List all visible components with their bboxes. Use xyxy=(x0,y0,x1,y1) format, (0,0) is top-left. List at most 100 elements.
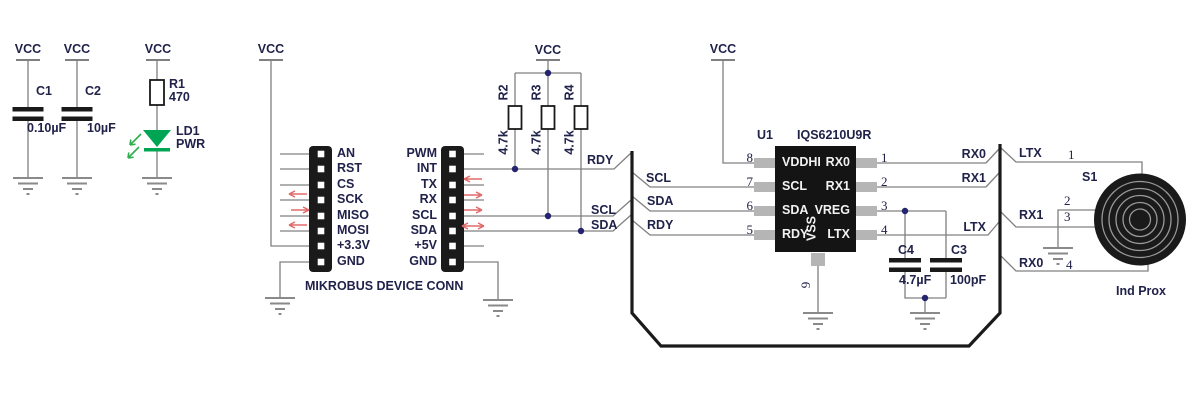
mikrobus-pin-3v3: +3.3V xyxy=(337,238,371,252)
net-label-scl: SCL xyxy=(646,171,671,185)
net-label-scl: SCL xyxy=(591,203,616,217)
ic-pin-vss: VSS xyxy=(804,216,819,242)
mikrobus-connector-left xyxy=(309,146,332,272)
sensor-pin4-num: 4 xyxy=(1066,257,1073,272)
net-label-rx1: RX1 xyxy=(961,171,986,185)
sensor-pin2-num: 2 xyxy=(1064,193,1071,208)
vcc-label: VCC xyxy=(534,43,562,57)
res-r4-icon xyxy=(573,105,589,130)
ic-ref: U1 xyxy=(757,128,773,142)
sensor-label: Ind Prox xyxy=(1116,284,1167,298)
vcc-label: VCC xyxy=(14,42,42,56)
cap-c2-icon xyxy=(61,107,93,121)
vcc-label: VCC xyxy=(257,42,285,56)
res-r1-icon xyxy=(149,79,165,106)
res-r1-ref: R1 xyxy=(169,77,185,91)
junction-dots xyxy=(511,69,929,302)
net-label-ltx: LTX xyxy=(1019,146,1042,160)
sensor-coil-icon xyxy=(1094,173,1186,266)
res-r3-value: 4.7k xyxy=(529,129,544,155)
ground-icon xyxy=(910,312,940,330)
mikrobus-pin-mosi: MOSI xyxy=(337,223,369,237)
ic-pin-vddhi: VDDHI xyxy=(782,155,821,169)
mikrobus-pin-5v: +5V xyxy=(414,238,437,252)
ic-pin-pads xyxy=(754,158,877,266)
ic-pin-ltx: LTX xyxy=(827,227,850,241)
ic-pin-vreg: VREG xyxy=(814,203,850,217)
ic-pin-scl: SCL xyxy=(782,179,807,193)
arrow-right-miso xyxy=(291,206,310,214)
ic-pin6-num: 6 xyxy=(746,198,754,213)
cap-c3-ref: C3 xyxy=(951,243,967,257)
arrow-right-rx xyxy=(464,191,483,199)
ground-icon xyxy=(1043,247,1073,265)
arrow-both-sda xyxy=(461,222,485,230)
vcc-label: VCC xyxy=(144,42,172,56)
ic-pin3-num: 3 xyxy=(881,198,888,213)
sensor-pin1-num: 1 xyxy=(1068,147,1075,162)
capacitor-symbols xyxy=(12,107,962,272)
net-label-rdy: RDY xyxy=(587,153,614,167)
ic-pin-rx1: RX1 xyxy=(825,179,850,193)
arrow-right-scl xyxy=(464,206,483,214)
ic-pin8-num: 8 xyxy=(746,150,754,165)
ic-part: IQS6210U9R xyxy=(797,128,872,142)
ic-u1-body xyxy=(754,146,877,266)
mikrobus-pin-scl: SCL xyxy=(412,208,437,222)
mikrobus-pin-rx: RX xyxy=(419,192,437,206)
cap-c1-icon xyxy=(12,107,44,121)
arrow-left-tx xyxy=(463,175,482,183)
ic-pin1-num: 1 xyxy=(881,150,888,165)
res-r4-ref: R4 xyxy=(562,84,577,100)
net-label-rx0: RX0 xyxy=(1019,256,1044,270)
mikrobus-connector-right xyxy=(441,146,464,272)
ground-icon xyxy=(142,177,172,195)
net-label-ltx: LTX xyxy=(963,220,986,234)
cap-c1-ref: C1 xyxy=(36,84,52,98)
ic-pin-rx0: RX0 xyxy=(825,155,850,169)
cap-c4-icon xyxy=(889,258,921,272)
ground-icon xyxy=(265,297,295,315)
ground-icon xyxy=(483,299,513,317)
mikrobus-pin-tx: TX xyxy=(421,177,437,191)
led-ld1-icon xyxy=(127,130,171,159)
mikrobus-pin-int: INT xyxy=(416,161,437,175)
ic-pin2-num: 2 xyxy=(881,174,888,189)
net-label-rx1: RX1 xyxy=(1019,208,1044,222)
res-r2-value: 4.7k xyxy=(496,129,511,155)
vcc-label: VCC xyxy=(63,42,91,56)
cap-c4-value: 4.7µF xyxy=(899,273,932,287)
led-ld1-ref: LD1 xyxy=(176,124,200,138)
mikrobus-title: MIKROBUS DEVICE CONN xyxy=(305,279,464,293)
mikrobus-pin-pwm: PWM xyxy=(406,146,437,160)
res-r4-value: 4.7k xyxy=(562,129,577,155)
net-label-sda: SDA xyxy=(591,218,618,232)
net-label-sda: SDA xyxy=(647,194,674,208)
ic-pin9-num: 9 xyxy=(798,281,813,289)
mikrobus-pin-miso: MISO xyxy=(337,208,369,222)
cap-c3-icon xyxy=(930,258,962,272)
res-r2-icon xyxy=(507,105,523,130)
res-r1-value: 470 xyxy=(169,90,190,104)
cap-c1-value: 0.10µF xyxy=(27,121,67,135)
ic-pin5-num: 5 xyxy=(746,222,754,237)
arrow-left-sck xyxy=(288,190,307,198)
led-emission-arrows xyxy=(127,133,142,159)
cap-c3-value: 100pF xyxy=(950,273,987,287)
vcc-label: VCC xyxy=(709,42,737,56)
mikrobus-pin-sck: SCK xyxy=(337,192,364,206)
ic-pin7-num: 7 xyxy=(746,174,754,189)
mikrobus-pin-gnd-right: GND xyxy=(409,254,437,268)
mikrobus-pin-gnd-left: GND xyxy=(337,254,365,268)
res-r3-ref: R3 xyxy=(529,84,544,100)
ground-symbols xyxy=(13,177,1073,330)
cap-c2-ref: C2 xyxy=(85,84,101,98)
resistor-symbols xyxy=(149,79,589,130)
net-label-rdy: RDY xyxy=(647,218,674,232)
res-r3-icon xyxy=(540,105,556,130)
ground-icon xyxy=(62,177,92,195)
net-label-rx0: RX0 xyxy=(961,147,986,161)
bus-loop xyxy=(630,144,1002,348)
sensor-ref: S1 xyxy=(1082,170,1098,184)
